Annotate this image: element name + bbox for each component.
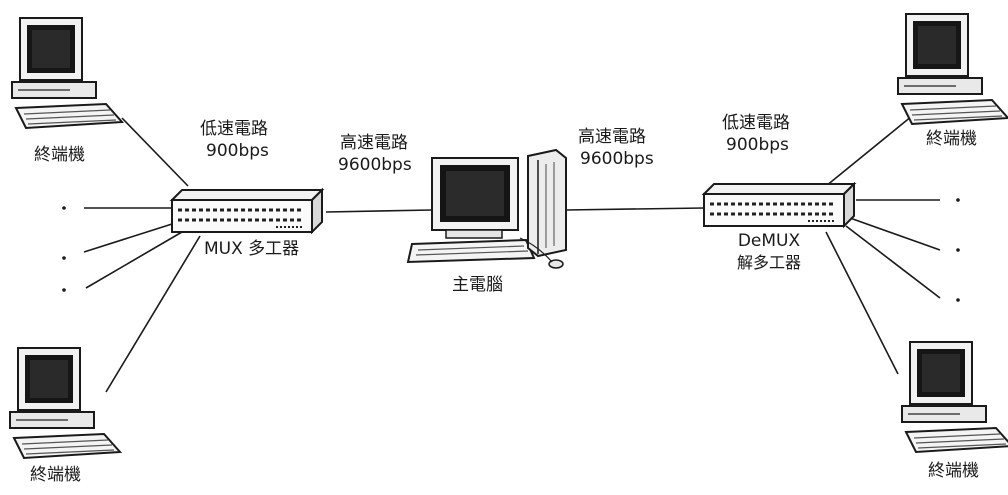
terminal-label-bottom-right: 終端機 [928, 462, 979, 482]
terminal-label-top-right: 終端機 [926, 130, 977, 150]
host-right-high-speed-line-label: 高速電路 [578, 128, 646, 148]
host-right-high-speed-rate-label: 9600bps [580, 150, 654, 170]
terminal-label-bottom-left: 終端機 [30, 466, 81, 486]
demux-low-speed-line-label: 低速電路 [722, 114, 790, 134]
mux-low-speed-line-label: 低速電路 [200, 120, 268, 140]
mux-low-speed-lines [84, 118, 200, 392]
terminal-computer-icon-top-left [12, 18, 122, 128]
terminal-label-top-left: 終端機 [34, 146, 85, 166]
multiplexer-device-icon [172, 190, 322, 232]
terminal-computer-icon-bottom-right [902, 342, 1008, 452]
terminal-computer-icon-bottom-left [10, 348, 120, 458]
demux-low-speed-lines [826, 116, 940, 374]
demux-low-speed-rate-label: 900bps [726, 136, 789, 156]
demux-name-line2-label: 解多工器 [724, 254, 814, 272]
demux-name-line1-label: DeMUX [724, 232, 814, 252]
host-left-high-speed-line-label: 高速電路 [340, 134, 408, 154]
host-name-label: 主電腦 [452, 276, 503, 296]
terminal-computer-icon-top-right [898, 14, 1008, 124]
demultiplexer-device-icon [704, 184, 854, 226]
mux-low-speed-rate-label: 900bps [206, 142, 269, 162]
host-computer-icon [408, 150, 566, 268]
mux-name-label: MUX 多工器 [204, 240, 299, 260]
host-left-high-speed-rate-label: 9600bps [338, 156, 412, 176]
